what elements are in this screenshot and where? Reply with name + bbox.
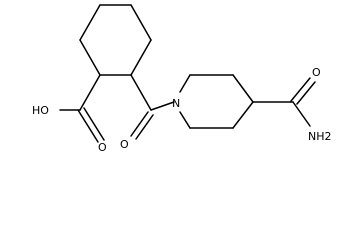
double-bond [296,81,316,105]
piperidine-ring [179,74,254,129]
carboxamide-group [252,77,316,127]
acid-oxygen-label: O [98,141,107,153]
double-bond [83,107,105,141]
double-bond [135,114,154,140]
cyclohexane-ring [79,4,152,76]
bond [292,101,311,127]
amide-oxygen-label: O [120,138,129,151]
bond [130,74,152,111]
double-bond [290,77,311,102]
hydroxyl-label: HO [32,104,49,117]
carboxylic-acid-group [59,74,105,143]
bond [150,101,175,111]
ring-nitrogen-label: N [172,97,180,110]
amide-oxygen-top-label: O [312,66,321,79]
double-bond [77,109,99,143]
bond [79,74,101,111]
bond [130,39,152,76]
bond [79,39,101,76]
structural-formula: HO O O N O NH2 [32,4,332,153]
bond [232,74,254,103]
bond [179,74,191,93]
double-bond [130,111,149,137]
bond [232,101,254,129]
amide-linker [130,74,175,140]
bond [179,111,191,129]
bond [130,4,152,41]
amide-nitrogen-label: NH2 [308,130,332,143]
bond [79,4,101,41]
